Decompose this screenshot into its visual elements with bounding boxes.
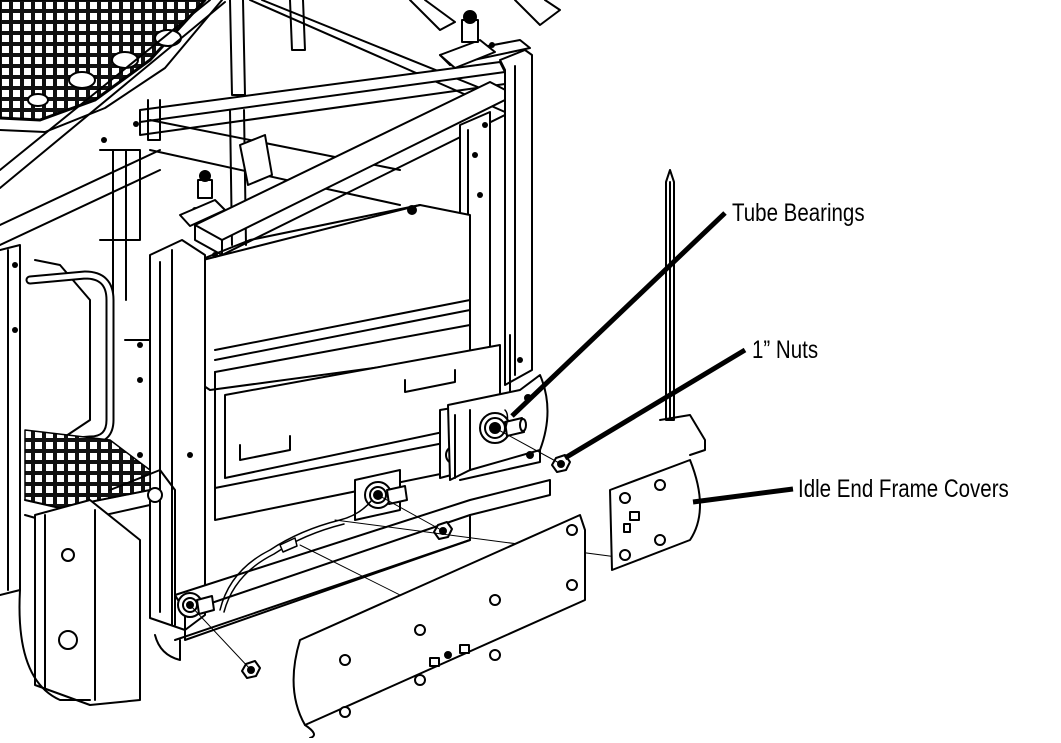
valve-fittings <box>179 10 496 227</box>
long-cover-plate <box>292 514 586 739</box>
leader-line-covers <box>692 486 794 505</box>
leader-line-tube-bearings <box>510 211 727 418</box>
lower-left-bearing <box>177 592 215 618</box>
middle-bearing <box>354 469 408 521</box>
leader-lines <box>510 211 794 505</box>
small-cover-plate <box>609 459 701 571</box>
right-end-bracket <box>447 374 549 481</box>
left-frame <box>0 239 206 631</box>
label-nuts: 1” Nuts <box>752 336 819 364</box>
handrail <box>25 270 115 450</box>
wiring <box>219 409 509 613</box>
label-idle-end-frame-covers: Idle End Frame Covers <box>798 475 1009 503</box>
upper-deck <box>0 0 223 133</box>
label-tube-bearings: Tube Bearings <box>732 199 865 227</box>
leader-line-nuts <box>563 347 747 461</box>
lower-left-end <box>18 469 176 706</box>
tall-rod <box>659 169 706 456</box>
bolts <box>12 42 523 458</box>
